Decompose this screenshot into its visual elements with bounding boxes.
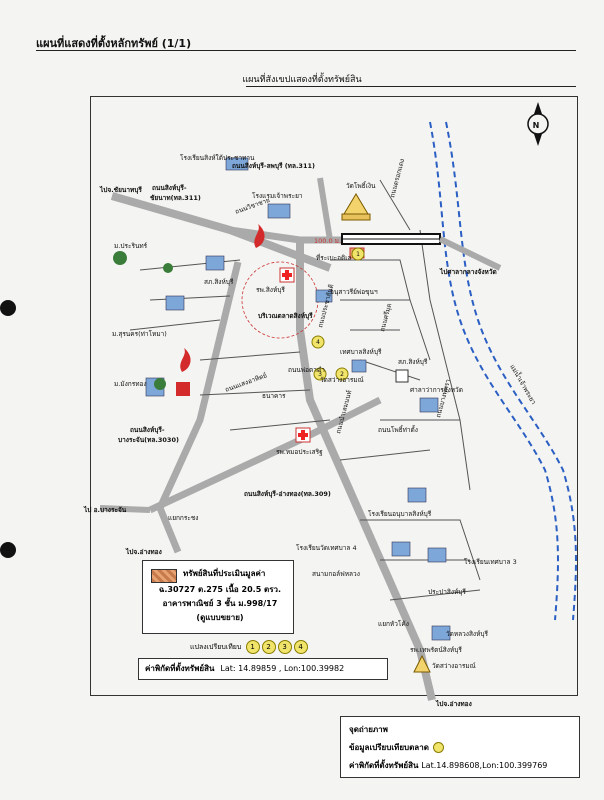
label-m-mungkorn: ม.มังกรทอง <box>114 380 147 388</box>
note-photo-point: จุดถ่ายภาพ <box>349 725 388 734</box>
legend-line3: (ดูแบบขยาย) <box>196 613 244 622</box>
label-road-chainat-1: ถนนสิงห์บุรี- <box>152 184 187 192</box>
road-angthong <box>296 240 436 701</box>
compare-item: 2 <box>261 640 276 654</box>
label-to-hall: ไปศาลากลางจังหวัด <box>439 267 497 276</box>
label-police: สภ.สิงห์บุรี <box>204 278 234 286</box>
label-school-chao: โรงแรมเจ้าพระยา <box>252 192 303 200</box>
label-road-lower: ถนนโพธิ์ท่าตั้ง <box>378 425 418 434</box>
label-museum: อนุสาวรีย์พ่อขุนฯ <box>330 288 378 296</box>
label-school-anuban: โรงเรียนอนุบาลสิงห์บุรี <box>368 510 432 518</box>
label-m-suparom: ม.สุรนคร(ท่าโหมา) <box>112 330 167 338</box>
label-m-prarin: ม.ประรินทร์ <box>114 242 148 250</box>
coord-label: ค่าพิกัดที่ตั้งทรัพย์สิน <box>145 664 215 673</box>
label-to-angthong-bottom: ไปจ.อ่างทอง <box>435 699 472 708</box>
label-junction2: แยกหัวโค้ง <box>378 620 409 628</box>
subject-swatch <box>151 569 177 583</box>
label-to-chainat: ไปจ.ชัยนาทบุรี <box>99 185 142 194</box>
bank-icon <box>176 382 190 396</box>
river-bank-right <box>445 121 577 621</box>
compare-item: 4 <box>293 640 308 654</box>
label-subject: ที่ระเบะอดิเล <box>316 253 351 262</box>
label-river: แม่น้ำเจ้าพระยา <box>508 363 538 407</box>
binder-hole <box>0 542 16 558</box>
label-road-ya: ถนนแสงอาทิตย์ <box>224 371 268 394</box>
label-tri: ประปาสิงห์บุรี <box>428 588 466 596</box>
label-school-top: โรงเรียนสิงห์ใต้ประชาทาน <box>180 154 255 162</box>
svg-text:1: 1 <box>356 251 360 258</box>
parking-icon <box>395 369 409 383</box>
road-north <box>317 177 333 241</box>
label-bank: ธนาคาร <box>262 392 286 400</box>
label-road-lopburi: ถนนสิงห์บุรี-ลพบุรี (ทล.311) <box>232 162 315 170</box>
label-wat-bottom2: วัดสว่างอารมณ์ <box>432 662 476 670</box>
header-rule <box>36 50 576 51</box>
label-to-angthong-left: ไปจ.อ่างทอง <box>125 547 162 556</box>
label-road-chainat-2: ชัยนาท(ทล.311) <box>150 194 201 202</box>
coord-box: ค่าพิกัดที่ตั้งทรัพย์สิน Lat: 14.89859 , … <box>138 658 388 680</box>
marker-numbers: 1 2 3 4 <box>316 251 360 378</box>
subtitle-rule <box>246 86 576 87</box>
label-road-river: ถนนตรอกแดง <box>388 158 406 199</box>
label-tessaban: เทศบาลสิงห์บุรี <box>340 348 382 356</box>
river-bank-left <box>429 121 559 621</box>
compare-dot-icon <box>432 742 444 753</box>
label-hospital2: รพ.หมอประเสริฐ <box>276 448 323 456</box>
svg-text:3: 3 <box>318 371 322 378</box>
compare-label: แปลงเปรียบเทียบ <box>190 643 242 651</box>
label-school-tessaban3: โรงเรียนเทศบาล 3 <box>464 558 517 566</box>
road-west <box>99 505 151 513</box>
label-road-bang: ถนนสิงห์บุรี- <box>130 426 165 434</box>
label-wat-pho: วัดโพธิ์เงิน <box>346 181 376 190</box>
label-police2: สภ.สิงห์บุรี <box>398 358 428 366</box>
temple-icon <box>413 654 431 673</box>
map-frame <box>90 96 578 696</box>
label-road-mid: ถนนพ่อตาคำ <box>288 366 325 374</box>
compare-markers <box>311 247 365 381</box>
label-school-tessaban4: โรงเรียนวัดเทศบาล 4 <box>296 544 357 552</box>
gas-station-icons <box>180 224 265 372</box>
temple-icon <box>341 193 371 221</box>
label-road-angthong: ถนนสิงห์บุรี-อ่างทอง(ทล.309) <box>244 490 331 498</box>
hospital-icon <box>279 267 295 283</box>
north-label: N <box>533 121 540 130</box>
label-road-bang2: บางระจัน(ทล.3030) <box>118 436 179 444</box>
label-city-hall: ศาลาว่าการจังหวัด <box>410 386 463 394</box>
hospital-icon <box>295 427 311 443</box>
legend-line1: ฉ.30727 ต.275 เนื้อ 20.5 ตรว. <box>158 585 282 594</box>
road-bangrachan <box>156 261 242 554</box>
label-market: บริเวณตลาดสิงห์บุรี <box>258 312 313 320</box>
page-header: แผนที่แสดงที่ตั้งหลักทรัพย์ (1/1) <box>36 37 192 50</box>
compare-item: 3 <box>277 640 292 654</box>
notes-box: จุดถ่ายภาพ ข้อมูลเปรียบเทียบตลาด ค่าพิกั… <box>340 716 580 778</box>
svg-text:4: 4 <box>316 339 320 346</box>
label-wat-sawang: วัดสว่างอารมณ์ <box>320 376 364 384</box>
tree-icons <box>113 251 173 390</box>
label-hospital3: รพ.เทพรัตน์สิงห์บุรี <box>410 646 462 654</box>
coord-value: Lat: 14.89859 , Lon:100.39982 <box>220 664 345 673</box>
legend-title: ทรัพย์สินที่ประเมินมูลค่า <box>183 569 266 578</box>
compare-item: 1 <box>245 640 260 654</box>
label-road-nakhon: ถนนศรีมุด <box>378 302 393 332</box>
label-hospital: รพ.สิงห์บุรี <box>256 286 285 294</box>
binder-hole <box>0 300 16 316</box>
road-to-hall <box>438 236 502 271</box>
map-subtitle: แผนที่สังเขปแสดงที่ตั้งทรัพย์สิน <box>242 75 362 85</box>
legend-line2: อาคารพาณิชย์ 3 ชั้น ม.998/17 <box>162 599 278 608</box>
label-distance: 100.0 ม. <box>314 237 341 245</box>
label-junction: แยกกระชง <box>168 514 198 522</box>
note-compare-data: ข้อมูลเปรียบเทียบตลาด <box>349 741 444 754</box>
svg-text:2: 2 <box>340 371 344 378</box>
note-coord: ค่าพิกัดที่ตั้งทรัพย์สิน Lat.14.898608,L… <box>349 761 548 770</box>
north-arrow-icon <box>527 102 549 146</box>
label-to-bangrachan: ไป อ.บางระจัน <box>83 505 127 514</box>
label-swimming: สนามกอล์ฟหลวง <box>312 570 360 578</box>
label-wat-bottom: วัดหลวงสิงห์บุรี <box>446 630 489 638</box>
legend-box: ทรัพย์สินที่ประเมินมูลค่า ฉ.30727 ต.275 … <box>142 560 294 634</box>
